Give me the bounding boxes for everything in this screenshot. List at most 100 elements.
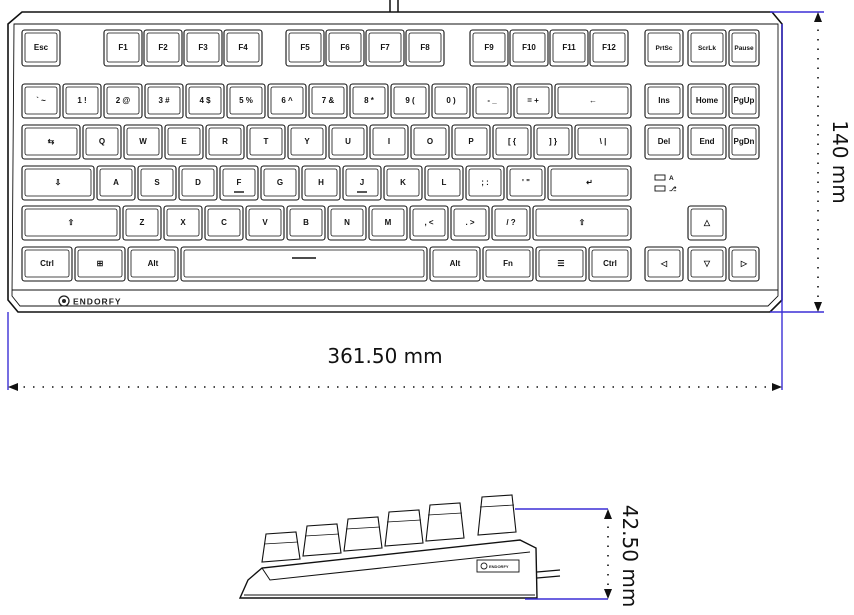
side-keycap	[343, 516, 383, 552]
key-label: / ?	[506, 218, 515, 227]
key-label: 7 &	[322, 96, 335, 105]
key-label: PgDn	[734, 137, 755, 146]
key-l: L	[424, 165, 464, 201]
key-label: U	[345, 137, 351, 146]
key-f7: F7	[365, 29, 405, 67]
key-2-@: 2 @	[103, 83, 143, 119]
key-\-|: \ |	[574, 124, 632, 160]
key-⇧: ⇧	[21, 205, 121, 241]
key-7-&: 7 &	[308, 83, 348, 119]
side-brand-badge: ENDORFY	[476, 559, 520, 573]
key-label: ☰	[557, 259, 564, 268]
key-q: Q	[82, 124, 122, 160]
key-pgdn: PgDn	[728, 124, 760, 160]
key-f6: F6	[325, 29, 365, 67]
key-label: W	[139, 137, 147, 146]
key-label: F3	[198, 43, 208, 52]
key-label: F7	[380, 43, 390, 52]
key-label: , <	[424, 218, 433, 227]
key-r: R	[205, 124, 245, 160]
key-z: Z	[122, 205, 162, 241]
key-label: J	[360, 178, 364, 187]
key-label: 9 (	[405, 96, 415, 105]
usb-cable	[389, 0, 399, 12]
key-←: ←	[554, 83, 632, 119]
key-⊞: ⊞	[74, 246, 126, 282]
scroll-lock-indicator-label: ⎇	[669, 185, 677, 193]
key-label: I	[388, 137, 390, 146]
key-e: E	[164, 124, 204, 160]
key-label: Y	[304, 137, 310, 146]
key-label: ⇩	[55, 178, 62, 187]
key-label: S	[154, 178, 160, 187]
key-3-#: 3 #	[144, 83, 184, 119]
key-i: I	[369, 124, 409, 160]
key-label: Fn	[503, 259, 513, 268]
brand-logo: ENDORFY	[58, 295, 122, 307]
key-=-+: = +	[513, 83, 553, 119]
key-f5: F5	[285, 29, 325, 67]
key-label: Alt	[148, 259, 159, 268]
key-t: T	[246, 124, 286, 160]
key-end: End	[687, 124, 727, 160]
side-keycap	[384, 509, 424, 547]
key-label: A	[113, 178, 119, 187]
key-label: Del	[658, 137, 670, 146]
key-label: - _	[487, 96, 497, 105]
key-label: ; :	[481, 178, 489, 187]
key-△: △	[687, 205, 727, 241]
key-f11: F11	[549, 29, 589, 67]
key-label: 3 #	[158, 96, 170, 105]
key-label: O	[427, 137, 433, 146]
key-prtsc: PrtSc	[644, 29, 684, 67]
key-b: B	[286, 205, 326, 241]
key-label: F10	[522, 43, 536, 52]
key-label: Home	[696, 96, 719, 105]
key-label: PrtSc	[656, 45, 673, 52]
key-label: 5 %	[239, 96, 253, 105]
key-label: Z	[140, 218, 145, 227]
key-label: F	[237, 178, 242, 187]
key-label: F12	[602, 43, 616, 52]
key-label: 2 @	[116, 96, 131, 105]
key-label: F11	[562, 43, 576, 52]
key-◁: ◁	[644, 246, 684, 282]
key-▷: ▷	[728, 246, 760, 282]
key-☰: ☰	[535, 246, 587, 282]
side-keycap-edge	[386, 519, 422, 523]
key-n: N	[327, 205, 367, 241]
key-v: V	[245, 205, 285, 241]
key-label: B	[303, 218, 309, 227]
key-label: ` ~	[36, 96, 46, 105]
side-keycap-edge	[263, 541, 299, 545]
key-label: ScrLk	[698, 45, 716, 52]
height-label: 42.50 mm	[618, 505, 642, 608]
key-label: ◁	[660, 259, 668, 268]
key-label: ] }	[549, 137, 557, 146]
key-label: 1 !	[77, 96, 86, 105]
key-space	[180, 246, 428, 282]
key-label: F1	[118, 43, 128, 52]
key-⇆: ⇆	[21, 124, 81, 160]
key-label: L	[442, 178, 447, 187]
key-h: H	[301, 165, 341, 201]
key-4-$: 4 $	[185, 83, 225, 119]
key-m: M	[368, 205, 408, 241]
key-label: P	[468, 137, 474, 146]
key-label: X	[180, 218, 186, 227]
brand-name: ENDORFY	[73, 297, 122, 307]
key-label: [ {	[508, 137, 516, 146]
depth-dimension: 140 mm	[770, 11, 852, 313]
key-ctrl: Ctrl	[588, 246, 632, 282]
side-keycap	[261, 531, 301, 563]
key-pause: Pause	[728, 29, 760, 67]
key-label: G	[277, 178, 283, 187]
key-label: ⇆	[48, 137, 55, 146]
key-label: ⇧	[68, 218, 75, 227]
side-keycap	[302, 523, 342, 557]
side-brand-name: ENDORFY	[489, 564, 509, 569]
key-f3: F3	[183, 29, 223, 67]
key-f8: F8	[405, 29, 445, 67]
key-del: Del	[644, 124, 684, 160]
